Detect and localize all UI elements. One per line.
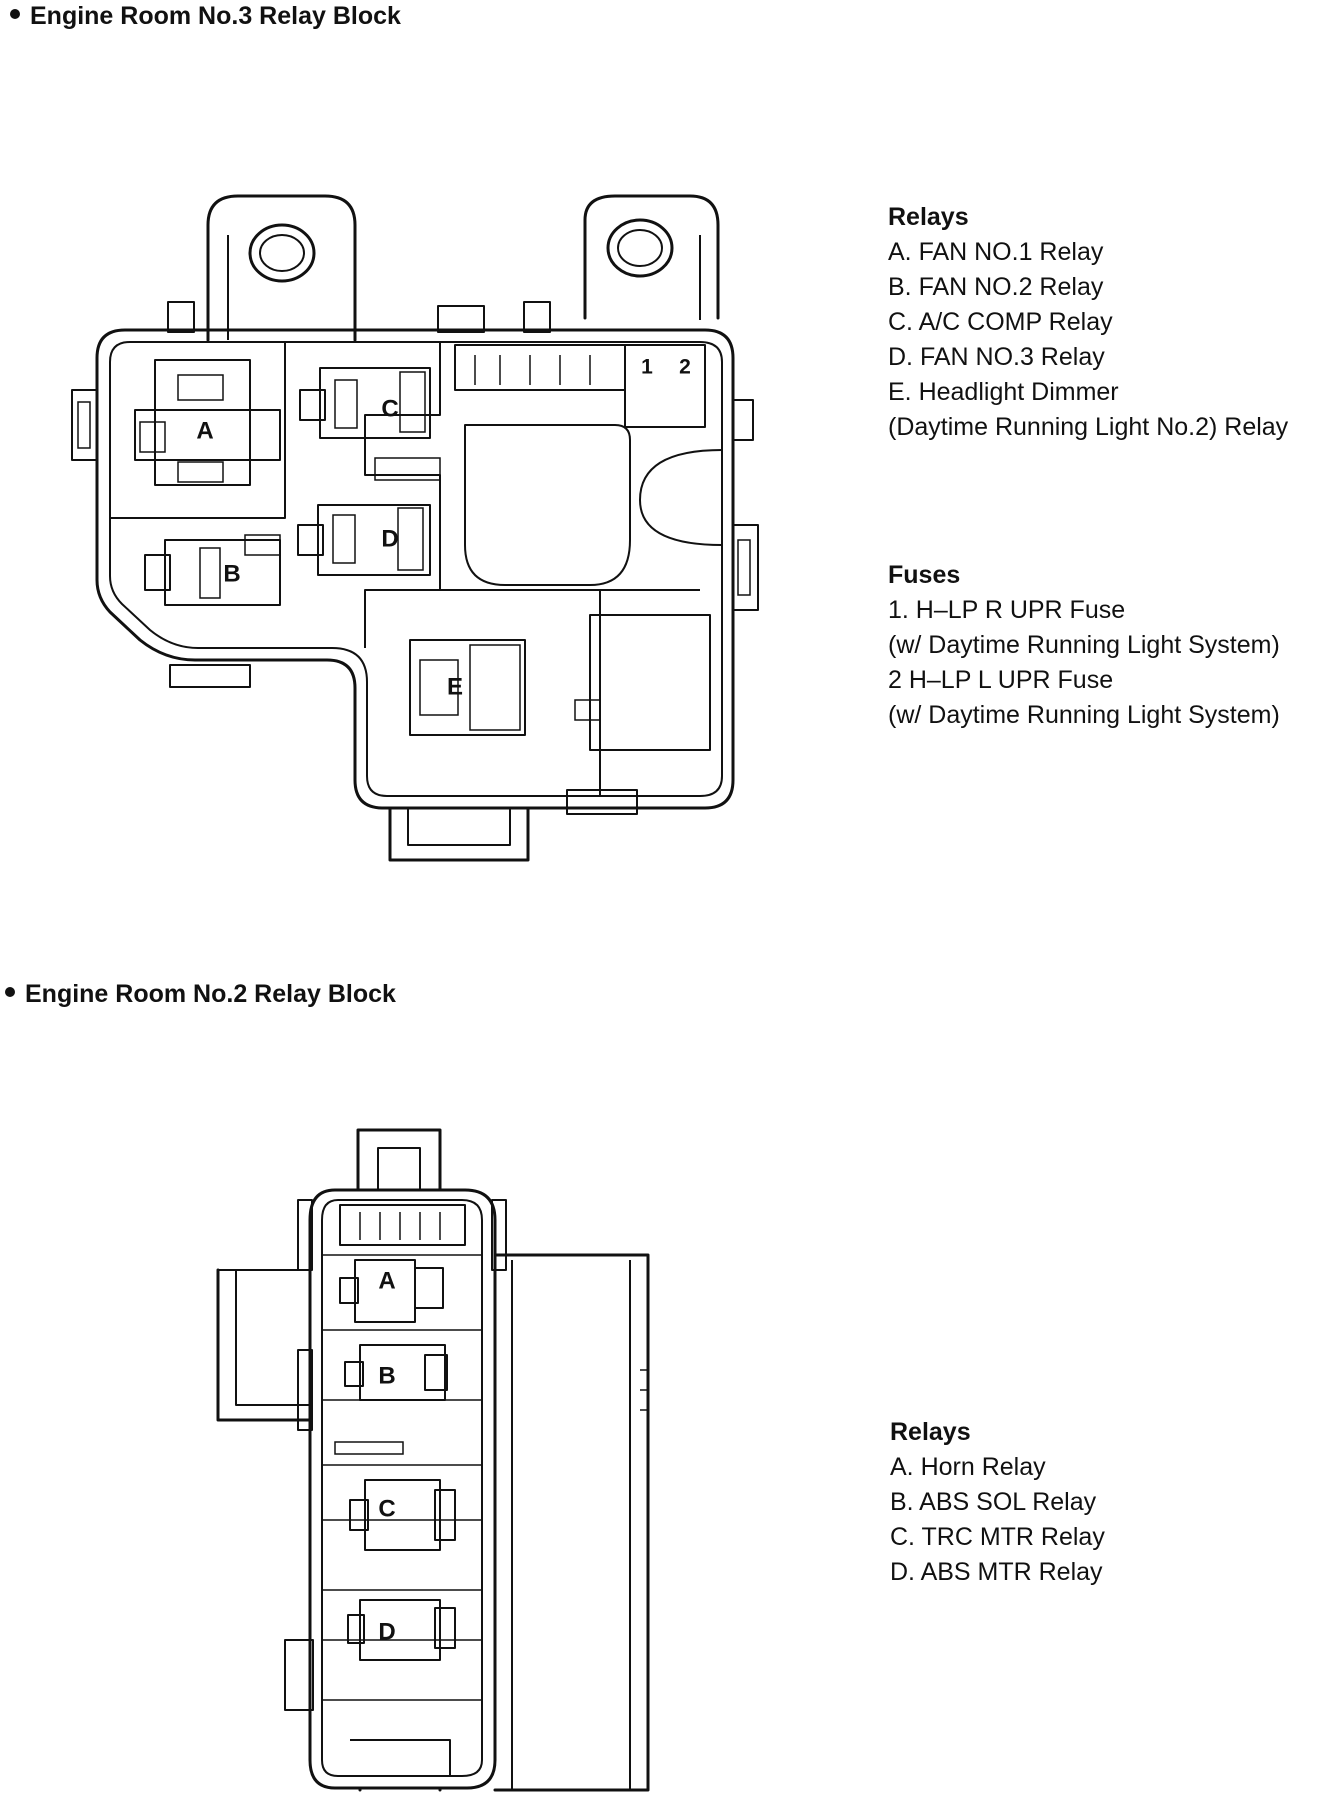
legend-item: (w/ Daytime Running Light System) xyxy=(888,701,1280,729)
legend-item: A. FAN NO.1 Relay xyxy=(888,238,1104,266)
pin xyxy=(334,1441,404,1455)
bottom-clip xyxy=(566,789,638,815)
legend-item: B. ABS SOL Relay xyxy=(890,1488,1097,1516)
bullet-icon xyxy=(10,9,20,20)
block3-housing xyxy=(95,328,735,810)
legend-item: E. Headlight Dimmer xyxy=(888,378,1119,406)
block2-title-text: Engine Room No.2 Relay Block xyxy=(25,980,396,1008)
legend-item: A. Horn Relay xyxy=(890,1453,1046,1481)
side-clip-left xyxy=(71,389,98,461)
bottom-plate xyxy=(350,1739,451,1776)
block2-diagram: A B C D xyxy=(216,1128,650,1792)
slot xyxy=(374,457,441,481)
block3-relays-heading: Relays xyxy=(888,203,969,231)
side-clip-right xyxy=(732,524,759,611)
fuse-strip xyxy=(454,344,706,428)
side-clip xyxy=(284,1639,314,1711)
block2-relays-heading: Relays xyxy=(890,1418,971,1446)
block2-legend: Relays A. Horn Relay B. ABS SOL Relay C.… xyxy=(890,1415,1105,1590)
center-cavity xyxy=(464,424,631,586)
block3-legend: Relays A. FAN NO.1 Relay B. FAN NO.2 Rel… xyxy=(888,200,1288,445)
block3-housing-inner xyxy=(109,341,723,797)
relay-a-mark: A xyxy=(196,417,213,444)
block3-fuses-heading: Fuses xyxy=(888,561,961,589)
left-grip xyxy=(216,1268,312,1422)
block3-title-text: Engine Room No.3 Relay Block xyxy=(30,2,401,30)
mounting-tab-right xyxy=(583,194,720,320)
relay-b-mark: B xyxy=(223,560,240,587)
legend-item: (w/ Daytime Running Light System) xyxy=(888,631,1280,659)
partition xyxy=(110,342,286,519)
legend-item: D. FAN NO.3 Relay xyxy=(888,343,1105,371)
top-tab-inner xyxy=(377,1147,421,1190)
block2-title: Engine Room No.2 Relay Block xyxy=(5,980,396,1009)
relay-c-socket xyxy=(299,367,431,439)
fuse-2-mark: 2 xyxy=(679,356,691,379)
right-arc-cavity xyxy=(639,449,723,546)
legend-item: D. ABS MTR Relay xyxy=(890,1558,1103,1586)
mounting-tab-left xyxy=(206,194,357,342)
block3-title: Engine Room No.3 Relay Block xyxy=(10,2,401,31)
relay-e-socket xyxy=(409,639,526,736)
fuse-1-mark: 1 xyxy=(641,356,653,379)
top-tab xyxy=(356,1128,442,1192)
relay-b-mark: B xyxy=(378,1362,395,1389)
legend-item: 1. H–LP R UPR Fuse xyxy=(888,596,1126,624)
relay-a-socket xyxy=(339,1259,444,1323)
right-body xyxy=(493,1253,650,1792)
relay-d-socket xyxy=(297,504,431,576)
relay-a-mark: A xyxy=(378,1267,395,1294)
legend-item: B. FAN NO.2 Relay xyxy=(888,273,1104,301)
top-clip xyxy=(167,301,195,333)
block3-bottom-connector xyxy=(388,806,530,862)
legend-item: 2 H–LP L UPR Fuse xyxy=(888,666,1114,694)
top-clip xyxy=(523,301,551,333)
block2-housing xyxy=(308,1188,497,1790)
bottom-clip xyxy=(169,664,251,688)
side-rail xyxy=(491,1199,507,1271)
side-clip xyxy=(732,399,754,441)
relay-b-socket xyxy=(344,1344,448,1401)
relay-c-mark: C xyxy=(378,1495,395,1522)
relay-b-socket xyxy=(144,534,281,606)
side-rail xyxy=(297,1349,313,1431)
top-fuse-strip xyxy=(339,1204,466,1246)
relay-a-socket xyxy=(134,359,281,486)
relay-e-mark: E xyxy=(447,673,463,700)
relay-d-mark: D xyxy=(381,525,398,552)
legend-item: C. A/C COMP Relay xyxy=(888,308,1113,336)
relay-c-socket xyxy=(349,1479,456,1551)
block3-diagram: A B C D E 1 2 xyxy=(71,194,759,862)
relay-c-mark: C xyxy=(381,395,398,422)
block2-housing-inner xyxy=(321,1199,483,1777)
top-clip xyxy=(437,305,485,333)
bottom-foot xyxy=(358,1786,442,1792)
side-rail xyxy=(297,1199,313,1271)
legend-item: C. TRC MTR Relay xyxy=(890,1523,1105,1551)
relay-d-mark: D xyxy=(378,1618,395,1645)
lower-right-socket xyxy=(574,614,711,751)
partition xyxy=(364,342,441,648)
relay-d-socket xyxy=(347,1599,456,1661)
bullet-icon xyxy=(5,987,15,998)
block3-fuses-legend: Fuses 1. H–LP R UPR Fuse (w/ Daytime Run… xyxy=(888,558,1280,733)
legend-item: (Daytime Running Light No.2) Relay xyxy=(888,413,1289,441)
